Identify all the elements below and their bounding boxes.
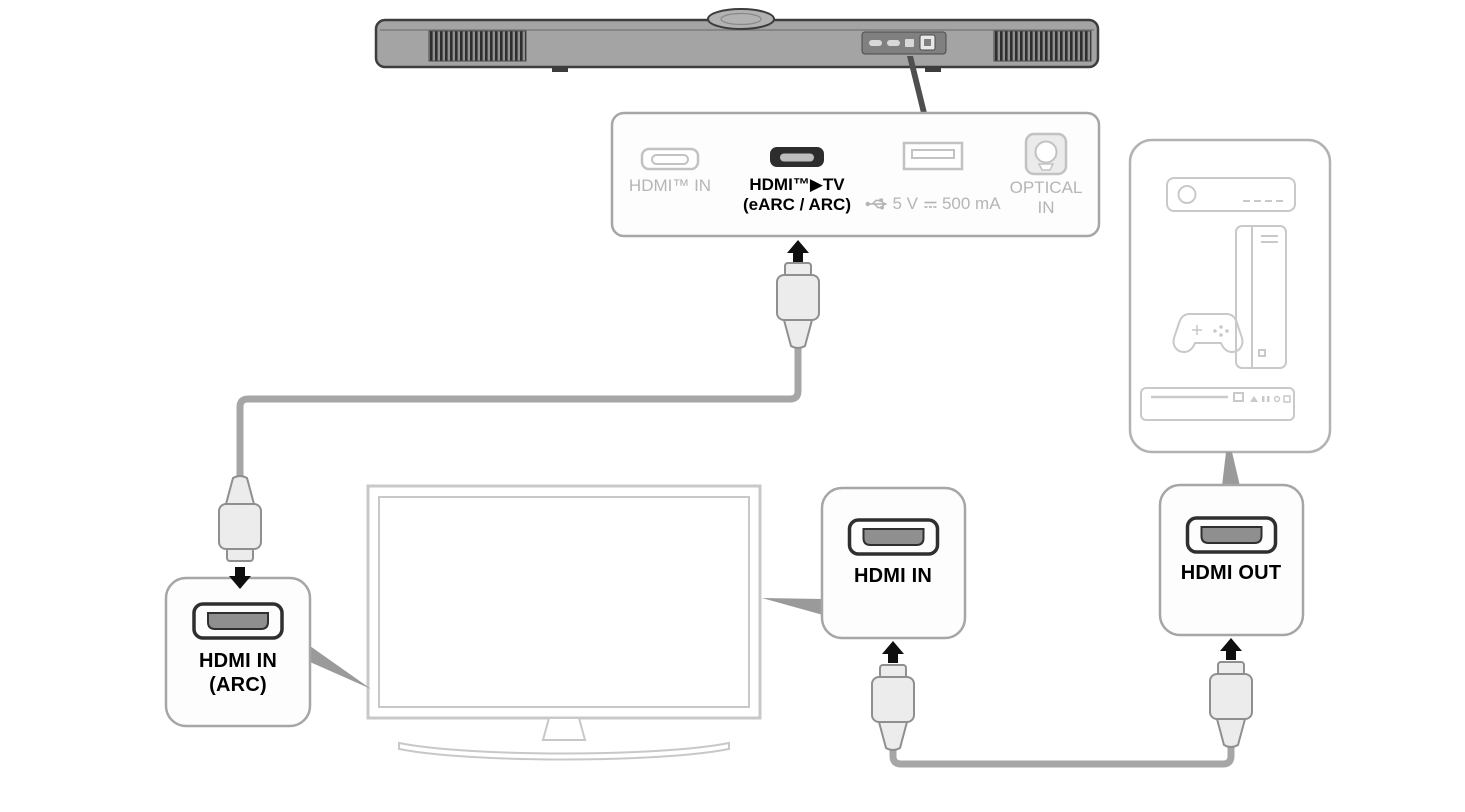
tv-hdmi-in-box [820,486,967,640]
external-devices-box [1128,138,1332,454]
hdmi-plug-to-device-hdmi-out [1209,661,1253,748]
tv-arc-box-label: HDMI IN [198,650,278,672]
dc-symbol-icon [923,199,937,210]
hdmi-in-port-graphic [640,147,700,171]
usb-label-voltage: 5 V [892,194,918,213]
hdmi-tv-port-sublabel: (eARC / ARC) [743,195,851,214]
callout-line-soundbar-panel [907,56,927,113]
soundbar-ports-panel [610,111,1101,238]
callout-line-tv-hdmi-in [762,598,823,615]
tv-hdmi-in-port-graphic [847,518,940,556]
usb-port-label: 5 V 500 mA [865,194,1001,214]
hdmi-cable-device-to-tv [889,742,1235,768]
usb-trident-icon [865,197,888,211]
arrow-to-soundbar-hdmi-tv-port-icon [787,240,809,262]
tv-screen [378,496,750,708]
optical-port-sublabel: IN [1037,198,1055,217]
hdmi-plug-to-tv-hdmi-in [871,664,915,751]
tv-hdmi-in-box-label: HDMI IN [853,565,933,587]
soundbar-top-knob [707,8,775,30]
game-console-icon [1235,225,1287,369]
hdmi-in-port-label: HDMI™ IN [628,176,712,195]
soundbar-grille-right-icon [993,30,1092,62]
soundbar-rear-ports [861,31,947,55]
hdmi-plug-to-tv-arc [218,475,262,562]
arrow-to-device-hdmi-out-port-icon [1220,638,1242,660]
set-top-box-icon [1166,177,1296,212]
hdmi-tv-port-label: HDMI™▶TV [749,175,845,194]
optical-port-label: OPTICAL [1009,178,1083,197]
usb-label-current: 500 mA [941,194,1001,213]
arrow-to-tv-hdmi-in-port-icon [882,641,904,663]
optical-port-graphic [1024,132,1068,176]
tv-stand-base [398,741,730,761]
callout-line-device-hdmi-out [1222,452,1240,486]
tv-arc-box-sublabel: (ARC) [209,674,267,696]
media-player-icon [1140,387,1295,421]
usb-port-graphic [902,141,964,171]
device-hdmi-out-port-graphic [1185,516,1278,554]
tv-arc-port-graphic [192,602,284,640]
device-hdmi-out-box-label: HDMI OUT [1180,562,1282,584]
hdmi-cable-soundbar-to-tv [236,344,802,478]
tv [366,484,762,761]
hdmi-plug-to-soundbar [776,262,820,349]
soundbar-grille-left-icon [428,30,527,62]
callout-line-tv-arc [310,646,371,689]
soundbar [374,8,1100,72]
game-controller-icon [1172,313,1244,354]
tv-stand-neck [541,717,587,741]
hdmi-tv-port-graphic [770,147,824,167]
device-hdmi-out-box [1158,483,1305,637]
